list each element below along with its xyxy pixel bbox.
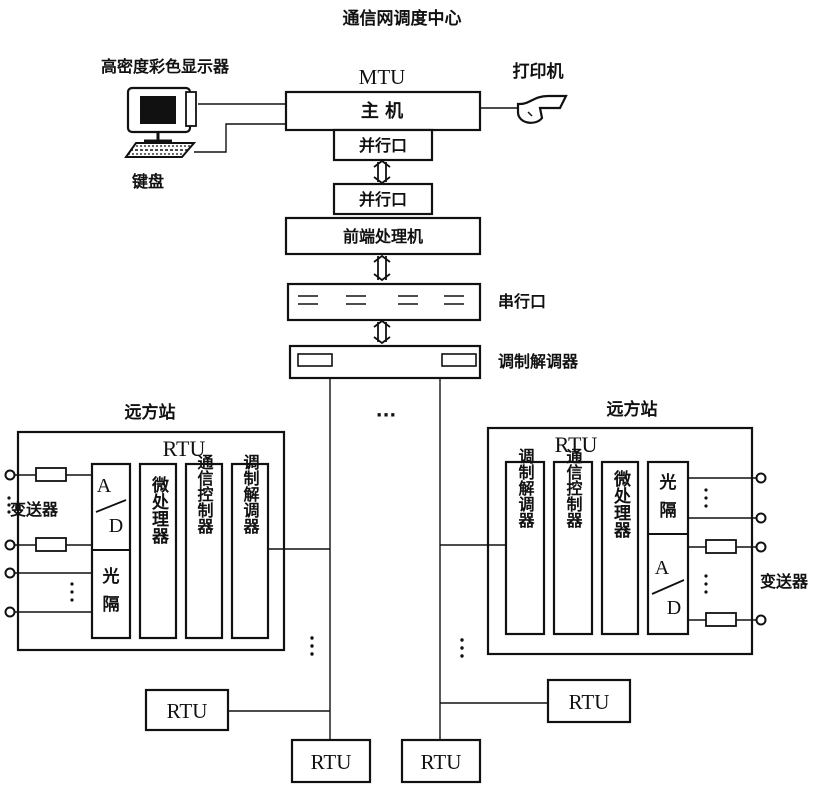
line-ellipsis [310, 636, 464, 658]
right-rtu-label: RTU [555, 432, 598, 457]
left-opto-2: 隔 [103, 595, 120, 615]
left-module-microprocessor: 微处理器 [148, 475, 170, 545]
front-end-box [284, 216, 482, 256]
parallel-port-upper-box [332, 128, 434, 162]
left-ad-d: D [109, 515, 123, 537]
host-label: 主 机 [361, 100, 403, 122]
rtu-bottom-right-label: RTU [421, 750, 462, 774]
rtu-box-left [144, 688, 230, 732]
right-module-comm-controller: 通信控制器 [564, 448, 584, 529]
right-ad-d: D [667, 597, 681, 619]
printer-label: 打印机 [513, 61, 564, 82]
right-transmitter-label: 变送器 [760, 572, 809, 591]
keyboard-icon [124, 142, 197, 158]
serial-port-box [286, 282, 482, 322]
printer-icon [516, 94, 568, 124]
left-transmitter-label: 变送器 [10, 500, 59, 519]
left-module-box-3 [230, 462, 270, 640]
mtu-label: MTU [359, 65, 406, 89]
rtu-box-right [546, 678, 632, 724]
monitor-icon [126, 86, 197, 143]
left-module-modem: 调制解调器 [241, 454, 261, 535]
right-station-title: 远方站 [607, 399, 658, 420]
right-module-box-1 [504, 460, 546, 636]
bus-arrow-1 [373, 159, 391, 185]
right-opto-2: 隔 [660, 501, 677, 521]
modem-label: 调制解调器 [498, 352, 579, 371]
left-inputs [4, 467, 92, 618]
right-module-modem: 调制解调器 [516, 448, 536, 529]
rtu-right-label: RTU [569, 690, 610, 714]
left-ad-a: A [97, 475, 112, 497]
rtu-bottom-left-label: RTU [311, 750, 352, 774]
parallel-port-lower-label: 并行口 [359, 190, 407, 209]
keyboard-label: 键盘 [131, 172, 164, 191]
left-module-box-1 [138, 462, 178, 640]
right-opto-1: 光 [659, 472, 677, 493]
right-ad-a: A [655, 557, 670, 579]
right-module-box-2 [552, 460, 594, 636]
front-end-label: 前端处理机 [343, 227, 423, 246]
bus-arrow-2 [373, 254, 391, 282]
left-module-comm-controller: 通信控制器 [195, 454, 215, 535]
right-inputs [688, 472, 767, 627]
diagram-title: 通信网调度中心 [343, 8, 462, 29]
serial-port-channels [298, 295, 464, 305]
keyboard-link [194, 123, 286, 153]
right-module-microprocessor: 微处理器 [610, 469, 632, 539]
left-opto-1: 光 [102, 566, 120, 587]
rtu-left-label: RTU [167, 699, 208, 723]
rtu-box-bottom-left [290, 738, 372, 784]
parallel-port-upper-label: 并行口 [359, 136, 407, 155]
bus-arrow-3 [373, 319, 391, 345]
serial-port-label: 串行口 [498, 292, 546, 311]
rtu-box-bottom-right [400, 738, 482, 784]
parallel-port-lower-box [332, 182, 434, 216]
modem-channels [297, 353, 477, 367]
left-module-box-2 [184, 462, 224, 640]
display-label: 高密度彩色显示器 [101, 57, 230, 76]
right-opto-ad-box [646, 460, 690, 636]
channels-ellipsis: ··· [376, 405, 397, 426]
left-station-title: 远方站 [125, 402, 176, 423]
right-module-box-3 [600, 460, 640, 636]
left-rtu-label: RTU [163, 436, 206, 461]
host-box [284, 90, 482, 132]
